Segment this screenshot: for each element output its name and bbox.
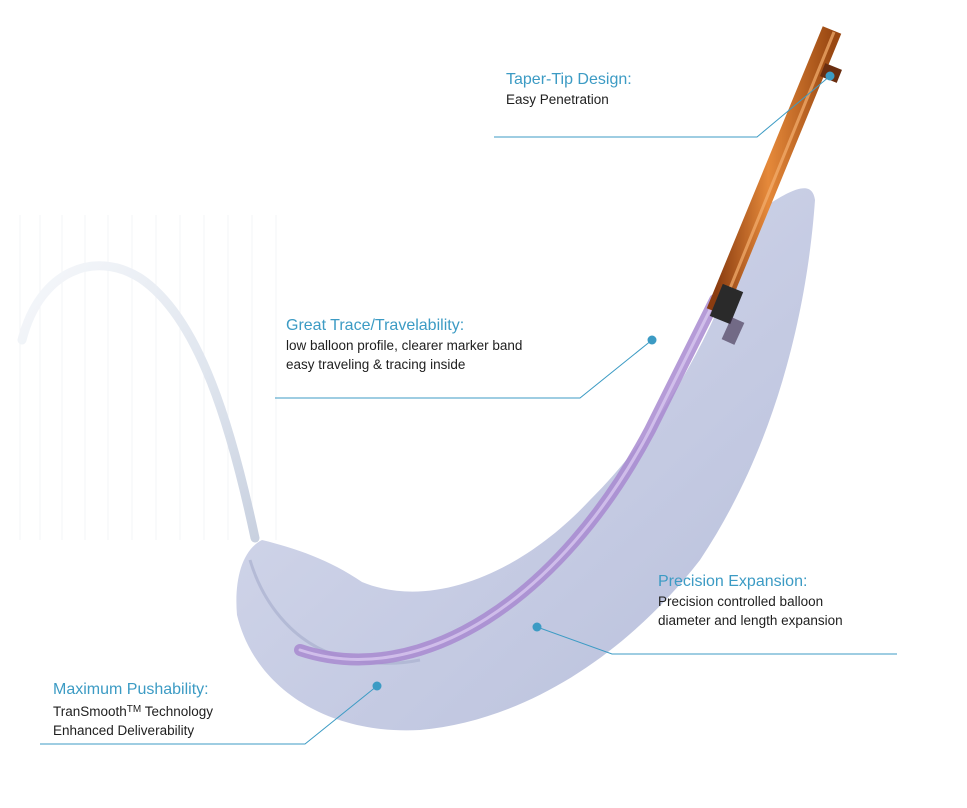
dot-trace: [647, 335, 657, 345]
callout-taper-tip-title: Taper-Tip Design:: [506, 71, 632, 88]
balloon-body: [236, 188, 816, 731]
transmooth-text: TranSmooth: [53, 704, 127, 719]
callout-trace-desc-1: low balloon profile, clearer marker band: [286, 338, 523, 353]
leader-trace: [275, 339, 653, 399]
catheter-shaft-highlight: [298, 298, 717, 661]
callout-precision-desc-2: diameter and length expansion: [658, 613, 843, 628]
callout-trace-desc-2: easy traveling & tracing inside: [286, 357, 466, 372]
marker-band-shadow: [721, 317, 745, 345]
leader-pushability: [40, 685, 378, 745]
dot-taper-tip: [825, 71, 835, 81]
callout-taper-tip-desc: Easy Penetration: [506, 92, 609, 107]
technology-text: Technology: [141, 704, 214, 719]
leader-precision: [536, 626, 897, 655]
leader-taper-tip: [494, 75, 831, 138]
callout-taper-tip: Taper-Tip Design: Easy Penetration: [506, 70, 632, 109]
callout-dots: [372, 71, 835, 691]
callout-leader-lines: [40, 75, 897, 745]
callout-precision: Precision Expansion: Precision controlle…: [658, 572, 843, 630]
catheter-tip: [706, 26, 842, 316]
tip-highlight: [720, 31, 836, 309]
dot-pushability: [372, 681, 382, 691]
callout-trace-title: Great Trace/Travelability:: [286, 317, 465, 334]
background-stripes: [19, 215, 277, 540]
callout-precision-desc-1: Precision controlled balloon: [658, 594, 824, 609]
callout-trace: Great Trace/Travelability: low balloon p…: [286, 316, 522, 374]
trademark-mark: TM: [126, 704, 142, 715]
marker-band: [709, 283, 744, 325]
dot-precision: [532, 622, 542, 632]
callout-pushability-desc-1: TranSmoothTM Technology: [53, 700, 213, 721]
callout-pushability: Maximum Pushability: TranSmoothTM Techno…: [53, 680, 213, 740]
callout-precision-title: Precision Expansion:: [658, 573, 808, 590]
guide-wire: [17, 261, 260, 543]
callout-pushability-desc-2: Enhanced Deliverability: [53, 723, 195, 738]
callout-pushability-title: Maximum Pushability:: [53, 681, 209, 698]
